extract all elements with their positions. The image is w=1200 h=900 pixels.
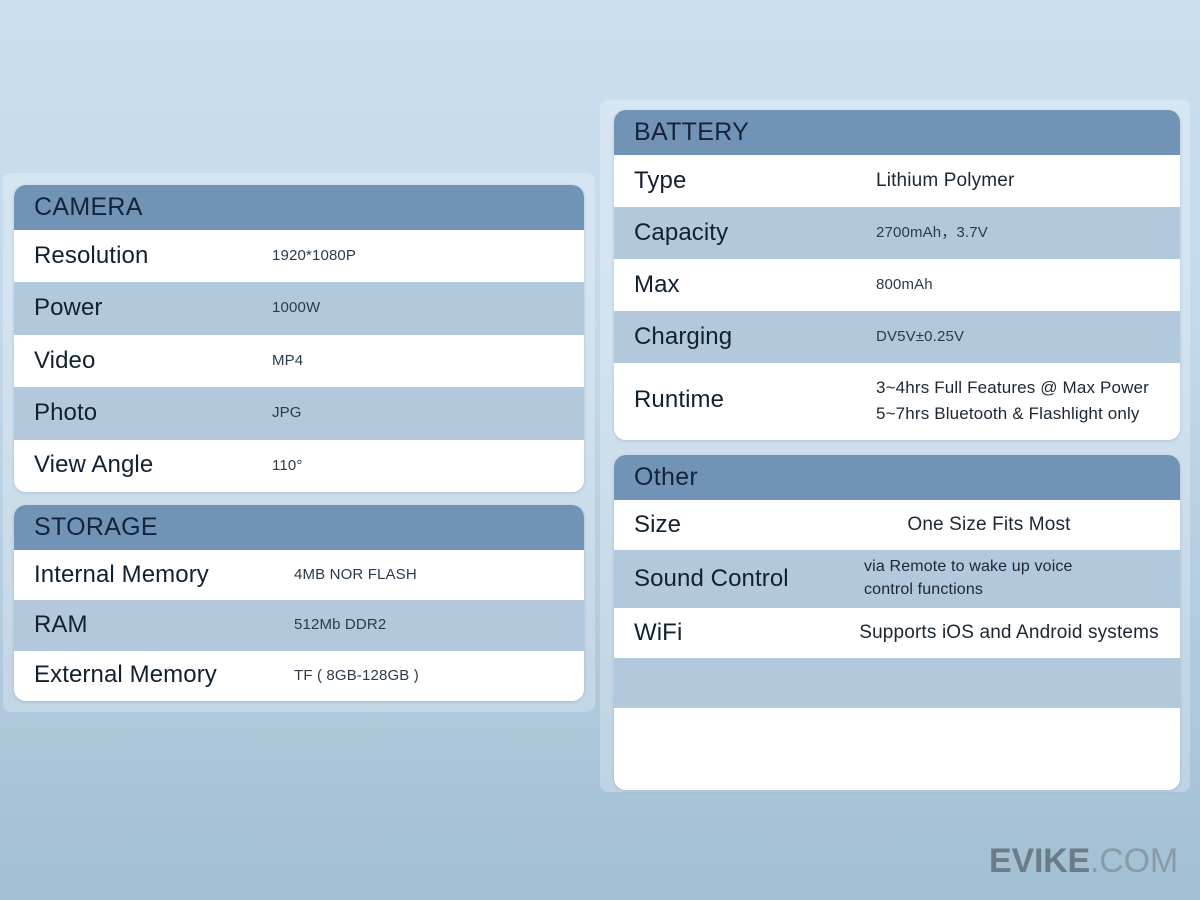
row-value: 3~4hrs Full Features @ Max Power 5~7hrs … <box>876 375 1180 426</box>
table-row: Sound Control via Remote to wake up voic… <box>614 550 1180 608</box>
row-label: Max <box>634 270 680 298</box>
row-label: Capacity <box>634 218 729 246</box>
table-row: Capacity 2700mAh，3.7V <box>614 207 1180 259</box>
table-row: Max 800mAh <box>614 259 1180 311</box>
battery-card-header: BATTERY <box>614 110 1180 155</box>
row-value: MP4 <box>272 351 304 369</box>
storage-rows: Internal Memory 4MB NOR FLASH RAM 512Mb … <box>14 550 584 701</box>
camera-card-header: CAMERA <box>14 185 584 230</box>
table-row-empty-white <box>614 708 1180 790</box>
table-row: Runtime 3~4hrs Full Features @ Max Power… <box>614 363 1180 438</box>
row-label: View Angle <box>34 451 154 479</box>
row-label: Runtime <box>634 386 725 414</box>
row-value-line-2: 5~7hrs Bluetooth & Flashlight only <box>876 403 1140 423</box>
row-value: JPG <box>272 404 302 422</box>
row-value: 1920*1080P <box>272 247 357 265</box>
table-row: Power 1000W <box>14 282 584 335</box>
row-label: WiFi <box>634 618 683 646</box>
row-label: Size <box>634 510 682 538</box>
row-label: Type <box>634 166 687 194</box>
row-label: Internal Memory <box>34 560 209 588</box>
row-value-line-1: 3~4hrs Full Features @ Max Power <box>876 378 1149 397</box>
table-row: Resolution 1920*1080P <box>14 230 584 283</box>
table-row-empty-shaded <box>614 658 1180 708</box>
camera-rows: Resolution 1920*1080P Power 1000W Video … <box>14 230 584 492</box>
storage-spec-card: STORAGE Internal Memory 4MB NOR FLASH RA… <box>14 505 584 701</box>
row-label: RAM <box>34 611 88 638</box>
battery-rows: Type Lithium Polymer Capacity 2700mAh，3.… <box>614 155 1180 438</box>
row-label: Sound Control <box>634 564 789 592</box>
row-label: Photo <box>34 398 98 426</box>
row-label: Power <box>34 294 103 322</box>
row-value: 800mAh <box>876 275 933 293</box>
watermark-brand: EVIKE <box>988 842 1091 880</box>
table-row: Photo JPG <box>14 387 584 440</box>
battery-spec-card: BATTERY Type Lithium Polymer Capacity 27… <box>614 110 1180 440</box>
row-value: 4MB NOR FLASH <box>294 566 417 584</box>
table-row: Charging DV5V±0.25V <box>614 311 1180 363</box>
other-spec-card: Other Size One Size Fits Most Sound Cont… <box>614 455 1180 790</box>
row-label: Charging <box>634 322 733 350</box>
row-label: Video <box>34 346 96 374</box>
row-value: via Remote to wake up voice control func… <box>842 556 1180 601</box>
row-value: Supports iOS and Android systems <box>859 622 1159 644</box>
other-rows: Size One Size Fits Most Sound Control vi… <box>614 500 1180 790</box>
row-value: DV5V±0.25V <box>876 327 965 345</box>
table-row: Size One Size Fits Most <box>614 500 1180 550</box>
row-value: 512Mb DDR2 <box>294 616 387 634</box>
evike-watermark: EVIKE.COM <box>989 844 1178 878</box>
row-value: TF ( 8GB-128GB ) <box>294 666 419 684</box>
table-row: RAM 512Mb DDR2 <box>14 600 584 651</box>
row-label: External Memory <box>34 661 217 689</box>
table-row: WiFi Supports iOS and Android systems <box>614 608 1180 658</box>
row-value: 1000W <box>272 299 321 317</box>
table-row: Video MP4 <box>14 334 584 388</box>
row-value-line-2: control functions <box>864 581 984 598</box>
camera-spec-card: CAMERA Resolution 1920*1080P Power 1000W… <box>14 185 584 492</box>
watermark-tld: .COM <box>1090 842 1178 880</box>
row-value: One Size Fits Most <box>907 514 1071 536</box>
table-row: Type Lithium Polymer <box>614 155 1180 207</box>
row-value: Lithium Polymer <box>876 170 1015 192</box>
table-row: Internal Memory 4MB NOR FLASH <box>14 550 584 601</box>
row-label: Resolution <box>34 241 149 269</box>
storage-card-header: STORAGE <box>14 505 584 550</box>
table-row: View Angle 110° <box>14 439 584 492</box>
row-value: 2700mAh，3.7V <box>876 223 988 241</box>
row-value: 110° <box>272 456 303 474</box>
other-card-header: Other <box>614 455 1180 500</box>
row-value-line-1: via Remote to wake up voice <box>864 558 1073 576</box>
table-row: External Memory TF ( 8GB-128GB ) <box>14 650 584 701</box>
